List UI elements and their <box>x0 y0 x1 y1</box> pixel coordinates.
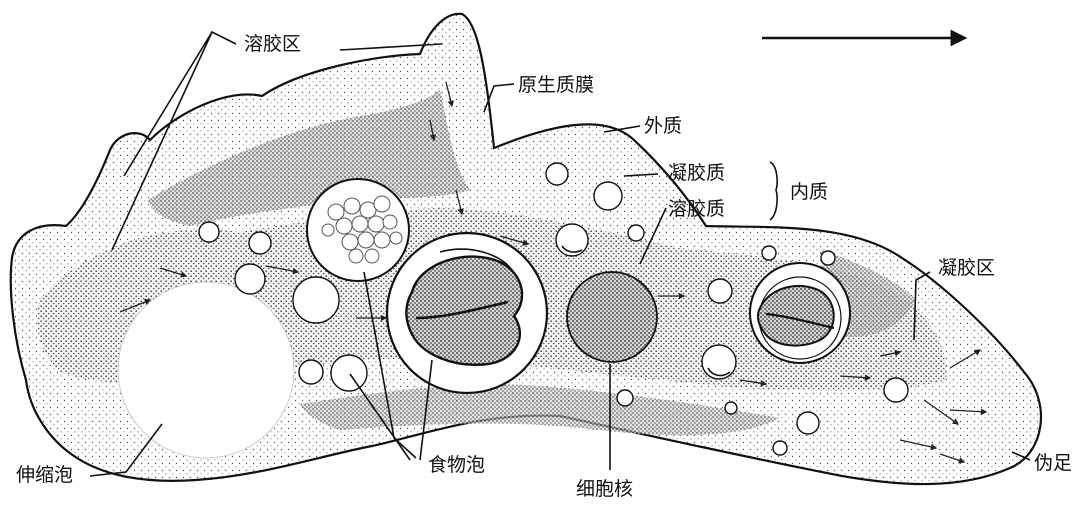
nucleus <box>566 271 658 363</box>
gel-zone-lower <box>300 384 780 436</box>
label-endoplasm: 内质 <box>790 181 829 203</box>
label-plasma-membrane: 原生质膜 <box>518 74 595 96</box>
contractile-vacuole <box>117 281 295 459</box>
small-vacuoles <box>198 162 909 456</box>
cytoplasm-flow-arrows <box>119 81 988 464</box>
label-contractile-vacuole: 伸缩泡 <box>16 464 74 486</box>
label-gel-zone: 凝胶区 <box>938 257 996 279</box>
label-ectoplasm: 外质 <box>644 115 683 137</box>
food-vacuole-small <box>749 262 851 364</box>
label-nucleus: 细胞核 <box>576 478 634 500</box>
label-pseudopod: 伪足 <box>1034 452 1073 474</box>
label-sol-zone: 溶胶区 <box>244 33 302 55</box>
food-vacuole-large <box>385 231 549 395</box>
label-food-vacuole: 食物泡 <box>428 454 486 476</box>
label-gel-substance: 凝胶质 <box>668 162 726 184</box>
label-sol-substance: 溶胶质 <box>668 198 726 220</box>
food-vacuole-particles <box>306 178 410 282</box>
leader-lines <box>89 30 1031 477</box>
